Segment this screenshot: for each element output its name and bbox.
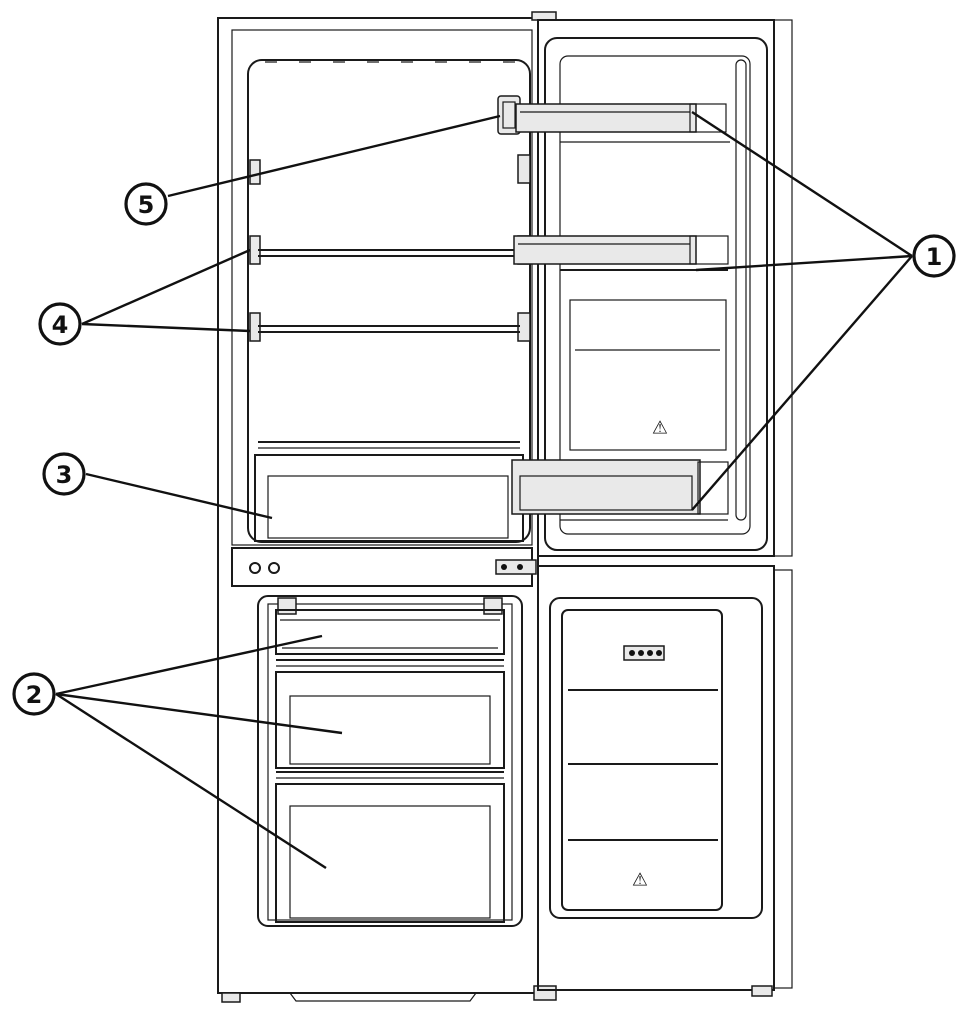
leader-lines <box>55 110 913 870</box>
freezer-door-gasket <box>549 597 763 919</box>
freezer-drawer-middle-front <box>289 695 491 765</box>
glass-shelf-upper <box>258 249 520 257</box>
door-shelf-bottom-end <box>697 461 729 515</box>
callout-4: 4 <box>38 302 82 346</box>
door-bottle-area <box>569 299 727 451</box>
freezer-compartment <box>257 595 523 927</box>
leader-5 <box>167 114 501 198</box>
leader-1c <box>691 255 913 511</box>
callout-3: 3 <box>42 452 86 496</box>
thermostat-knob <box>502 101 516 129</box>
foot-left <box>221 992 241 1003</box>
leader-4b <box>81 322 251 333</box>
callout-1-label: 1 <box>926 243 943 271</box>
freezer-door-symbol: ⚠ <box>632 870 648 891</box>
fridge-door-gasket <box>544 37 768 551</box>
freezer-door-panel <box>561 609 723 911</box>
door-shelf-middle <box>513 235 697 265</box>
shelf-support-right-top <box>517 154 531 184</box>
fridge-door-symbol: ⚠ <box>652 418 668 439</box>
door-shelf-bottom <box>511 459 701 515</box>
leader-1a <box>691 110 913 258</box>
fridge-door-liner <box>559 55 751 535</box>
freezer-rail-left <box>277 597 297 615</box>
base-grille <box>289 992 477 1002</box>
fridge-door: ⚠ <box>511 19 793 557</box>
cabinet <box>217 17 539 1003</box>
door-shelf-middle-end <box>689 235 729 265</box>
control-dial-2 <box>268 562 280 574</box>
freezer-drawer-middle <box>275 671 505 769</box>
callout-4-label: 4 <box>52 311 69 339</box>
leader-2a <box>55 634 323 696</box>
top-hinge <box>531 11 557 21</box>
crisper-drawer <box>254 454 524 542</box>
control-panel <box>231 547 533 587</box>
callout-3-label: 3 <box>56 461 73 489</box>
callout-2: 2 <box>12 672 56 716</box>
leader-3 <box>85 472 273 520</box>
freezer-compartment-inner <box>267 603 513 921</box>
leader-2b <box>55 692 343 735</box>
freezer-door-edge <box>773 569 793 989</box>
freezer-door: ⚠ <box>537 565 793 997</box>
door-shelf-bottom-front <box>519 475 693 511</box>
fridge-compartment-frame <box>231 29 533 546</box>
foot-right <box>751 985 773 997</box>
freezer-drawer-bottom-front <box>289 805 491 919</box>
crisper-drawer-front <box>267 475 509 539</box>
callout-1: 1 <box>912 234 956 278</box>
freezer-rail-right <box>483 597 503 615</box>
middle-hinge-left <box>495 559 537 575</box>
leader-1b <box>695 254 913 272</box>
door-shelf-upper <box>515 103 697 133</box>
freezer-drawer-bottom <box>275 783 505 923</box>
callout-2-label: 2 <box>26 681 43 709</box>
shelf-support-left-top <box>249 159 261 185</box>
freezer-door-outline <box>537 565 775 991</box>
fridge-compartment-inner <box>247 59 531 543</box>
control-dial-1 <box>249 562 261 574</box>
door-shelf-upper-end <box>689 103 727 133</box>
glass-shelf-lower <box>258 325 520 333</box>
leader-2c <box>55 692 327 870</box>
callout-5-label: 5 <box>138 191 155 219</box>
callout-5: 5 <box>124 182 168 226</box>
door-gasket-right <box>735 59 747 521</box>
freezer-drawer-top <box>275 609 505 655</box>
leader-4a <box>81 248 251 326</box>
fridge-door-edge <box>773 19 793 557</box>
